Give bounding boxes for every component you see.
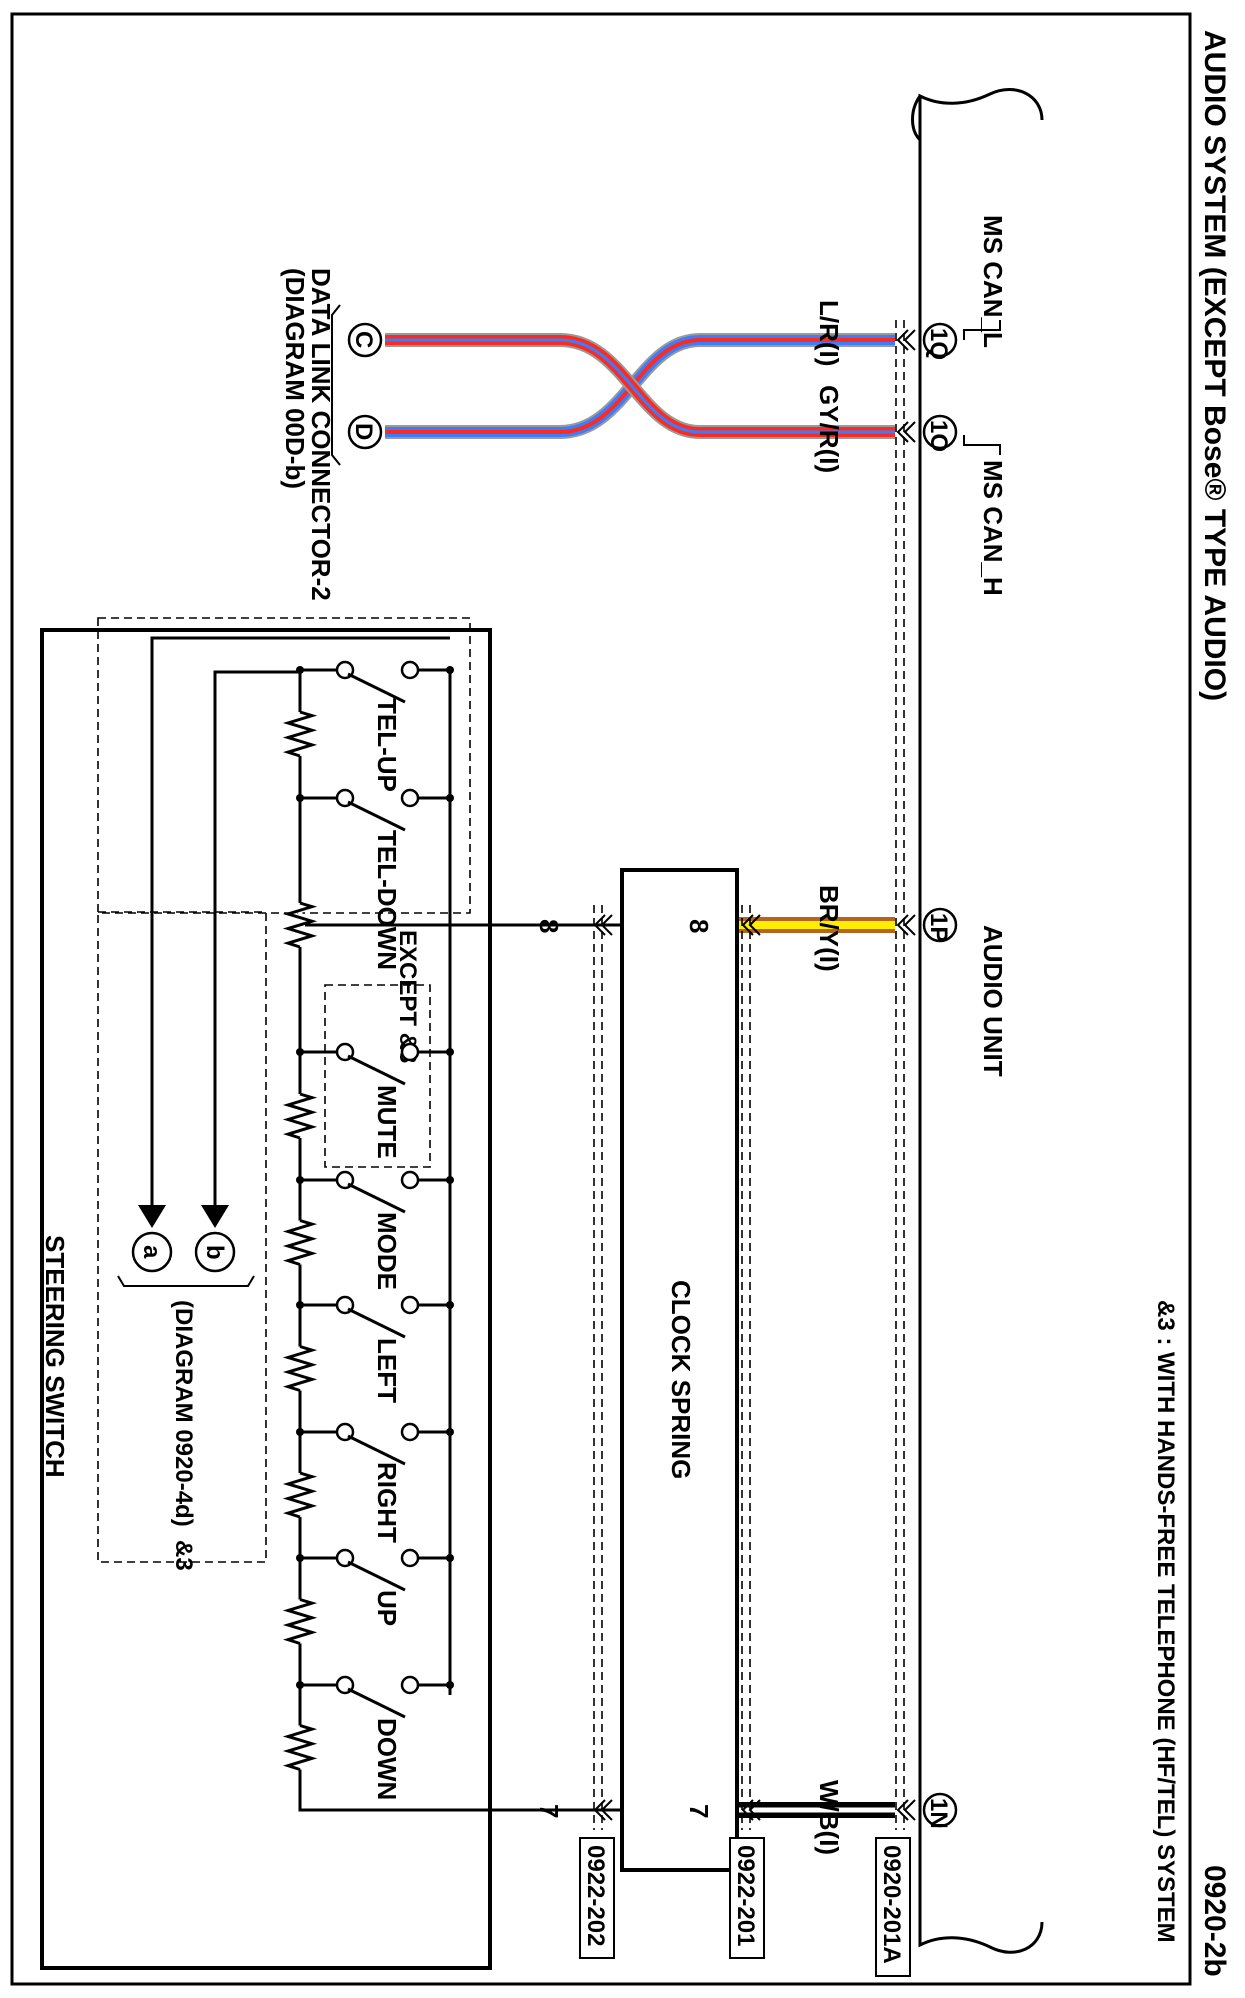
footnote-hf-tel: &3 : WITH HANDS-FREE TELEPHONE (HF/TEL) … [1152,1300,1179,1943]
wire-color-gy-r: GY/R(I) [814,385,844,473]
ref-bracket [117,1275,255,1287]
steering-pin-8: 8 [534,919,564,933]
resistor-8 [282,1724,318,1771]
resistor-6 [282,1471,318,1519]
wire-color-l-r: L/R(I) [814,300,844,366]
resistor-3 [282,1092,318,1140]
switch-right [296,1422,454,1466]
label-ms-can-l: MS CAN_L [978,215,1008,348]
switch-down [296,1675,454,1719]
svg-text:b: b [201,1245,228,1260]
switch-label-left: LEFT [372,1338,402,1403]
resistor-2 [282,901,318,949]
pin-1q: 1Q [922,322,958,360]
connector-0922-202: 0922-202 [579,1837,615,1959]
switch-label-down: DOWN [372,1718,402,1800]
connector-0922-201: 0922-201 [729,1837,765,1959]
ref-diagram-label: (DIAGRAM 0920-4d) [170,1300,197,1527]
ref-b: b [194,1231,236,1273]
resistor-5 [282,1345,318,1392]
wire-color-br-y: BR/Y(I) [814,885,844,972]
tel-switch-region [97,617,471,914]
lead-ms-can-h [963,435,1001,455]
connector-line-0922-201 [741,905,751,1830]
chevrons-audio-unit [896,329,916,1821]
chevrons-clock-inner [593,914,613,1821]
page-title: AUDIO SYSTEM (EXCEPT Bose® TYPE AUDIO) [1198,30,1231,701]
pin-1n: 1N [922,1792,958,1829]
svg-text:1P: 1P [925,913,952,942]
connector-0920-201a: 0920-201A [875,1837,911,1977]
connector-line-0922-202 [593,905,603,1830]
switch-label-tel-up: TEL-UP [372,698,402,792]
switch-tel-down [296,788,454,832]
switch-label-up: UP [372,1590,402,1626]
clock-pin-7: 7 [684,1804,714,1818]
ref-hf-tel-note: &3 [170,1540,197,1571]
wire-color-w-b: W/B(I) [814,1780,844,1855]
switch-mute [296,1042,454,1086]
switch-label-mute: MUTE [372,1085,402,1159]
mute-except-region [324,984,431,1168]
page-code: 0920-2b [1198,1865,1231,1977]
switch-mode [296,1170,454,1214]
pin-1o: 1O [922,414,958,452]
dlc-diagram-ref: (DIAGRAM 00D-b) [280,268,310,489]
audio-unit-label: AUDIO UNIT [978,925,1008,1077]
dlc-label: DATA LINK CONNECTOR-2 [306,268,336,601]
svg-text:1N: 1N [925,1798,952,1829]
ref-a: a [131,1231,173,1273]
tel-ref-lines [138,636,450,1228]
clock-spring-label: CLOCK SPRING [666,1280,696,1479]
resistor-7 [282,1598,318,1645]
switch-tel-up [296,660,454,704]
data-link-connector: C D DATA LINK CONNECTOR-2 (DIAGRAM 00D-b… [280,268,383,601]
hf-tel-region [97,911,267,1563]
svg-text:0920-201A: 0920-201A [878,1845,905,1964]
page-frame [10,12,1192,1986]
chevrons-clock-outer [741,914,761,1821]
pin-1p: 1P [922,907,958,942]
switch-label-tel-down: TEL-DOWN [372,830,402,970]
svg-text:0922-202: 0922-202 [582,1845,609,1946]
can-h-wire [385,333,895,439]
switch-label-mode: MODE [372,1212,402,1290]
resistor-1 [282,710,318,758]
switch-up [296,1548,454,1592]
resistor-4 [282,1219,318,1266]
steering-switch-label: STEERING SWITCH [40,1235,70,1478]
steering-pin-7: 7 [534,1804,564,1818]
svg-text:1O: 1O [925,420,952,452]
svg-text:0922-201: 0922-201 [732,1845,759,1946]
except-hf-tel-label: EXCEPT &3 [394,930,421,1063]
audio-unit-block: AUDIO UNIT [911,88,1044,1954]
svg-text:1Q: 1Q [925,328,952,360]
switch-left [296,1295,454,1339]
dlc-pin-d: D [350,423,377,440]
lead-ms-can-l [963,320,1001,340]
svg-text:a: a [138,1245,165,1259]
steering-switch-block: STEERING SWITCH [40,628,492,1970]
switch-label-right: RIGHT [372,1462,402,1543]
switch-ladder [282,660,454,1771]
dlc-pin-c: C [350,331,377,348]
connector-line-0920-201a [895,320,905,1830]
label-ms-can-h: MS CAN_H [978,460,1008,596]
clock-pin-8: 8 [684,919,714,933]
clock-spring-block: CLOCK SPRING 8 7 [620,868,739,1872]
